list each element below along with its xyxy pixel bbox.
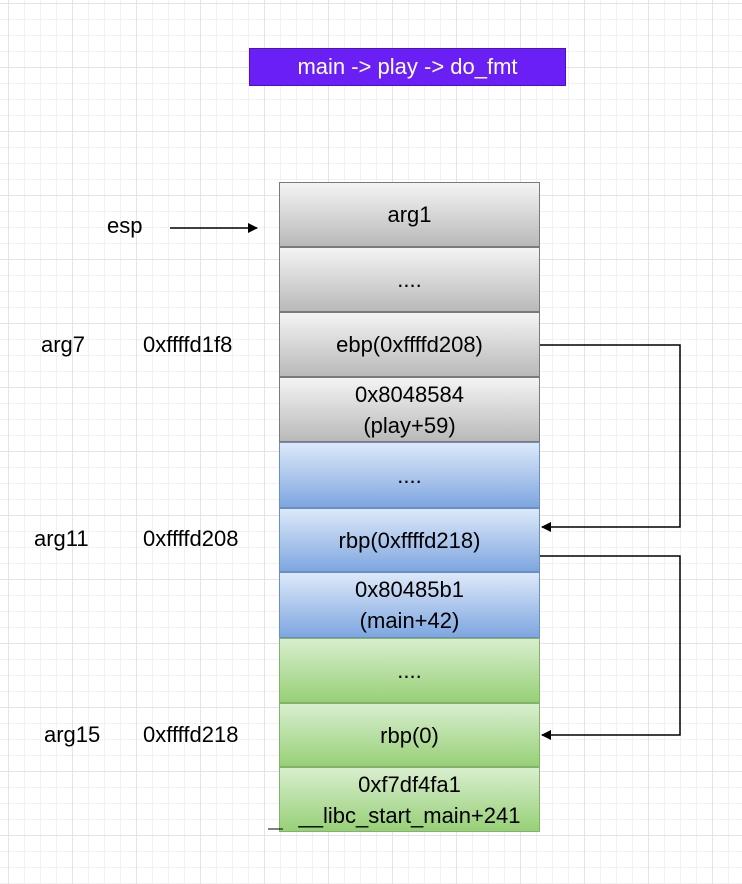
cell-text: 0x8048584 <box>355 381 464 407</box>
cell-text: arg1 <box>387 202 432 227</box>
cell-text: ebp(0xffffd208) <box>336 332 483 357</box>
arg15-label: arg15 <box>44 722 101 747</box>
cell-text: rbp(0) <box>380 722 439 748</box>
stack-cell-blue-ellipsis: .... <box>279 442 540 508</box>
stack-cell-return-libc: 0xf7df4fa1 __libc_start_main+241 <box>279 767 540 832</box>
rbp-chain-arrow <box>540 555 681 740</box>
cell-text: .... <box>397 658 422 683</box>
esp-label: esp <box>107 213 143 238</box>
diagram-title: main -> play -> do_fmt <box>249 48 566 86</box>
arg7-label: arg7 <box>41 332 86 357</box>
stack-cell-saved-rbp-main: rbp(0) <box>279 703 540 767</box>
arg15-address: 0xffffd218 <box>143 722 239 747</box>
cell-text: rbp(0xffffd218) <box>338 527 481 553</box>
cell-text-line2: (play+59) <box>363 412 456 438</box>
stack-cell-saved-ebp: ebp(0xffffd208) <box>279 312 540 377</box>
stack-cell-saved-rbp-play: rbp(0xffffd218) <box>279 508 540 572</box>
arg11-address: 0xffffd208 <box>143 526 239 551</box>
cell-text: 0x80485b1 <box>355 577 464 602</box>
arg11-label: arg11 <box>34 526 89 551</box>
stack-cell-return-main: 0x80485b1 (main+42) <box>279 572 540 638</box>
cell-text: .... <box>397 462 422 488</box>
ebp-chain-arrow <box>540 344 681 532</box>
stack-cell-gray-ellipsis: .... <box>279 247 540 312</box>
arg7-address: 0xffffd1f8 <box>143 332 233 357</box>
cell-text: .... <box>397 267 422 292</box>
stack-cell-arg1: arg1 <box>279 182 540 247</box>
stack-cell-green-ellipsis: .... <box>279 638 540 703</box>
cell-text: 0xf7df4fa1 <box>358 771 461 797</box>
cell-text-line2: __libc_start_main+241 <box>298 802 521 828</box>
cell-text-line2: (main+42) <box>359 608 460 633</box>
stack-cell-return-play: 0x8048584 (play+59) <box>279 377 540 442</box>
